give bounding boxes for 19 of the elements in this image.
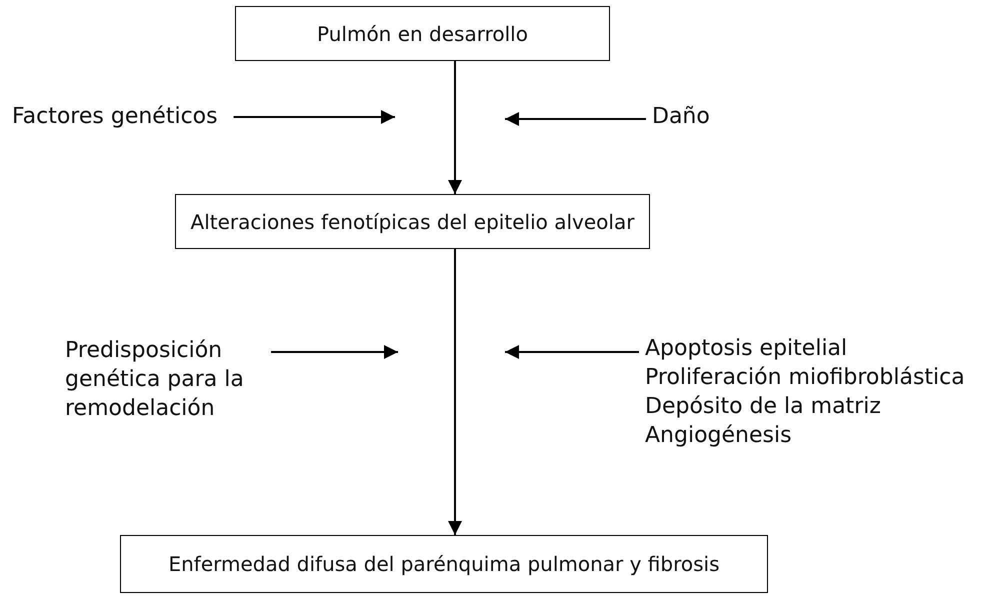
arrow	[448, 249, 462, 535]
process-box	[175, 194, 650, 249]
arrow	[448, 61, 462, 194]
factor-label: Factores genéticos	[12, 103, 218, 131]
box-label: Pulmón en desarrollo	[317, 22, 528, 46]
arrow	[271, 345, 398, 359]
factor-label: Daño	[652, 103, 710, 131]
arrow	[234, 110, 395, 124]
process-box	[120, 535, 768, 593]
factor-label: Predisposición genética para la remodelación	[65, 337, 245, 423]
factor-label: Angiogénesis	[645, 422, 793, 450]
process-box	[235, 6, 610, 61]
arrow	[505, 345, 639, 359]
box-label: Alteraciones fenotípicas del epitelio alveolar	[190, 210, 634, 234]
arrow	[505, 112, 646, 126]
factor-label: Apoptosis epitelial	[645, 335, 848, 363]
box-label: Enfermedad difusa del parénquima pulmonar y fibrosis	[168, 552, 720, 576]
factor-label: Depósito de la matriz	[645, 393, 882, 421]
factor-label: Proliferación miofibroblástica	[645, 364, 965, 392]
